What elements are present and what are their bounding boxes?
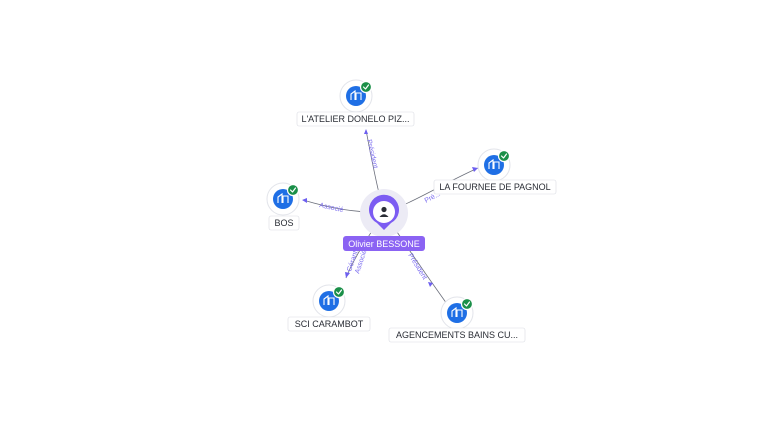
verified-icon (497, 149, 511, 163)
edge-label-atelier: Président (365, 139, 378, 169)
person-icon (379, 206, 389, 217)
node-label-carambot[interactable]: SCI CARAMBOT (295, 319, 364, 329)
node-label-atelier[interactable]: L'ATELIER DONELO PIZ... (301, 114, 409, 124)
center-node[interactable]: Olivier BESSONE (343, 189, 425, 251)
arrow-atelier (364, 129, 368, 134)
verified-icon (286, 183, 300, 197)
building-icon (350, 89, 362, 100)
verified-icon (460, 297, 474, 311)
arrow-bos (302, 198, 307, 203)
node-label-fournee[interactable]: LA FOURNEE DE PAGNOL (439, 182, 550, 192)
center-label[interactable]: Olivier BESSONE (348, 239, 420, 249)
node-agencements[interactable]: AGENCEMENTS BAINS CU... (388, 296, 526, 343)
node-atelier[interactable]: L'ATELIER DONELO PIZ... (296, 79, 415, 127)
building-icon (488, 158, 500, 169)
building-icon (277, 192, 289, 203)
verified-icon (359, 80, 373, 94)
node-carambot[interactable]: SCI CARAMBOT (287, 284, 371, 332)
verified-icon (332, 285, 346, 299)
building-icon (323, 294, 335, 305)
edge-label-agencements: Président (406, 252, 428, 281)
node-bos[interactable]: BOS (266, 182, 300, 231)
arrow-agencements (428, 282, 433, 287)
node-label-bos[interactable]: BOS (274, 218, 293, 228)
building-icon (451, 306, 463, 317)
center-label-badge (343, 236, 425, 251)
edge-label-bos: Associé (319, 202, 345, 214)
arrow-carambot (345, 272, 350, 278)
node-fournee[interactable]: LA FOURNEE DE PAGNOL (433, 148, 557, 195)
arrow-fournee (472, 167, 478, 172)
node-label-agencements[interactable]: AGENCEMENTS BAINS CU... (396, 330, 518, 340)
